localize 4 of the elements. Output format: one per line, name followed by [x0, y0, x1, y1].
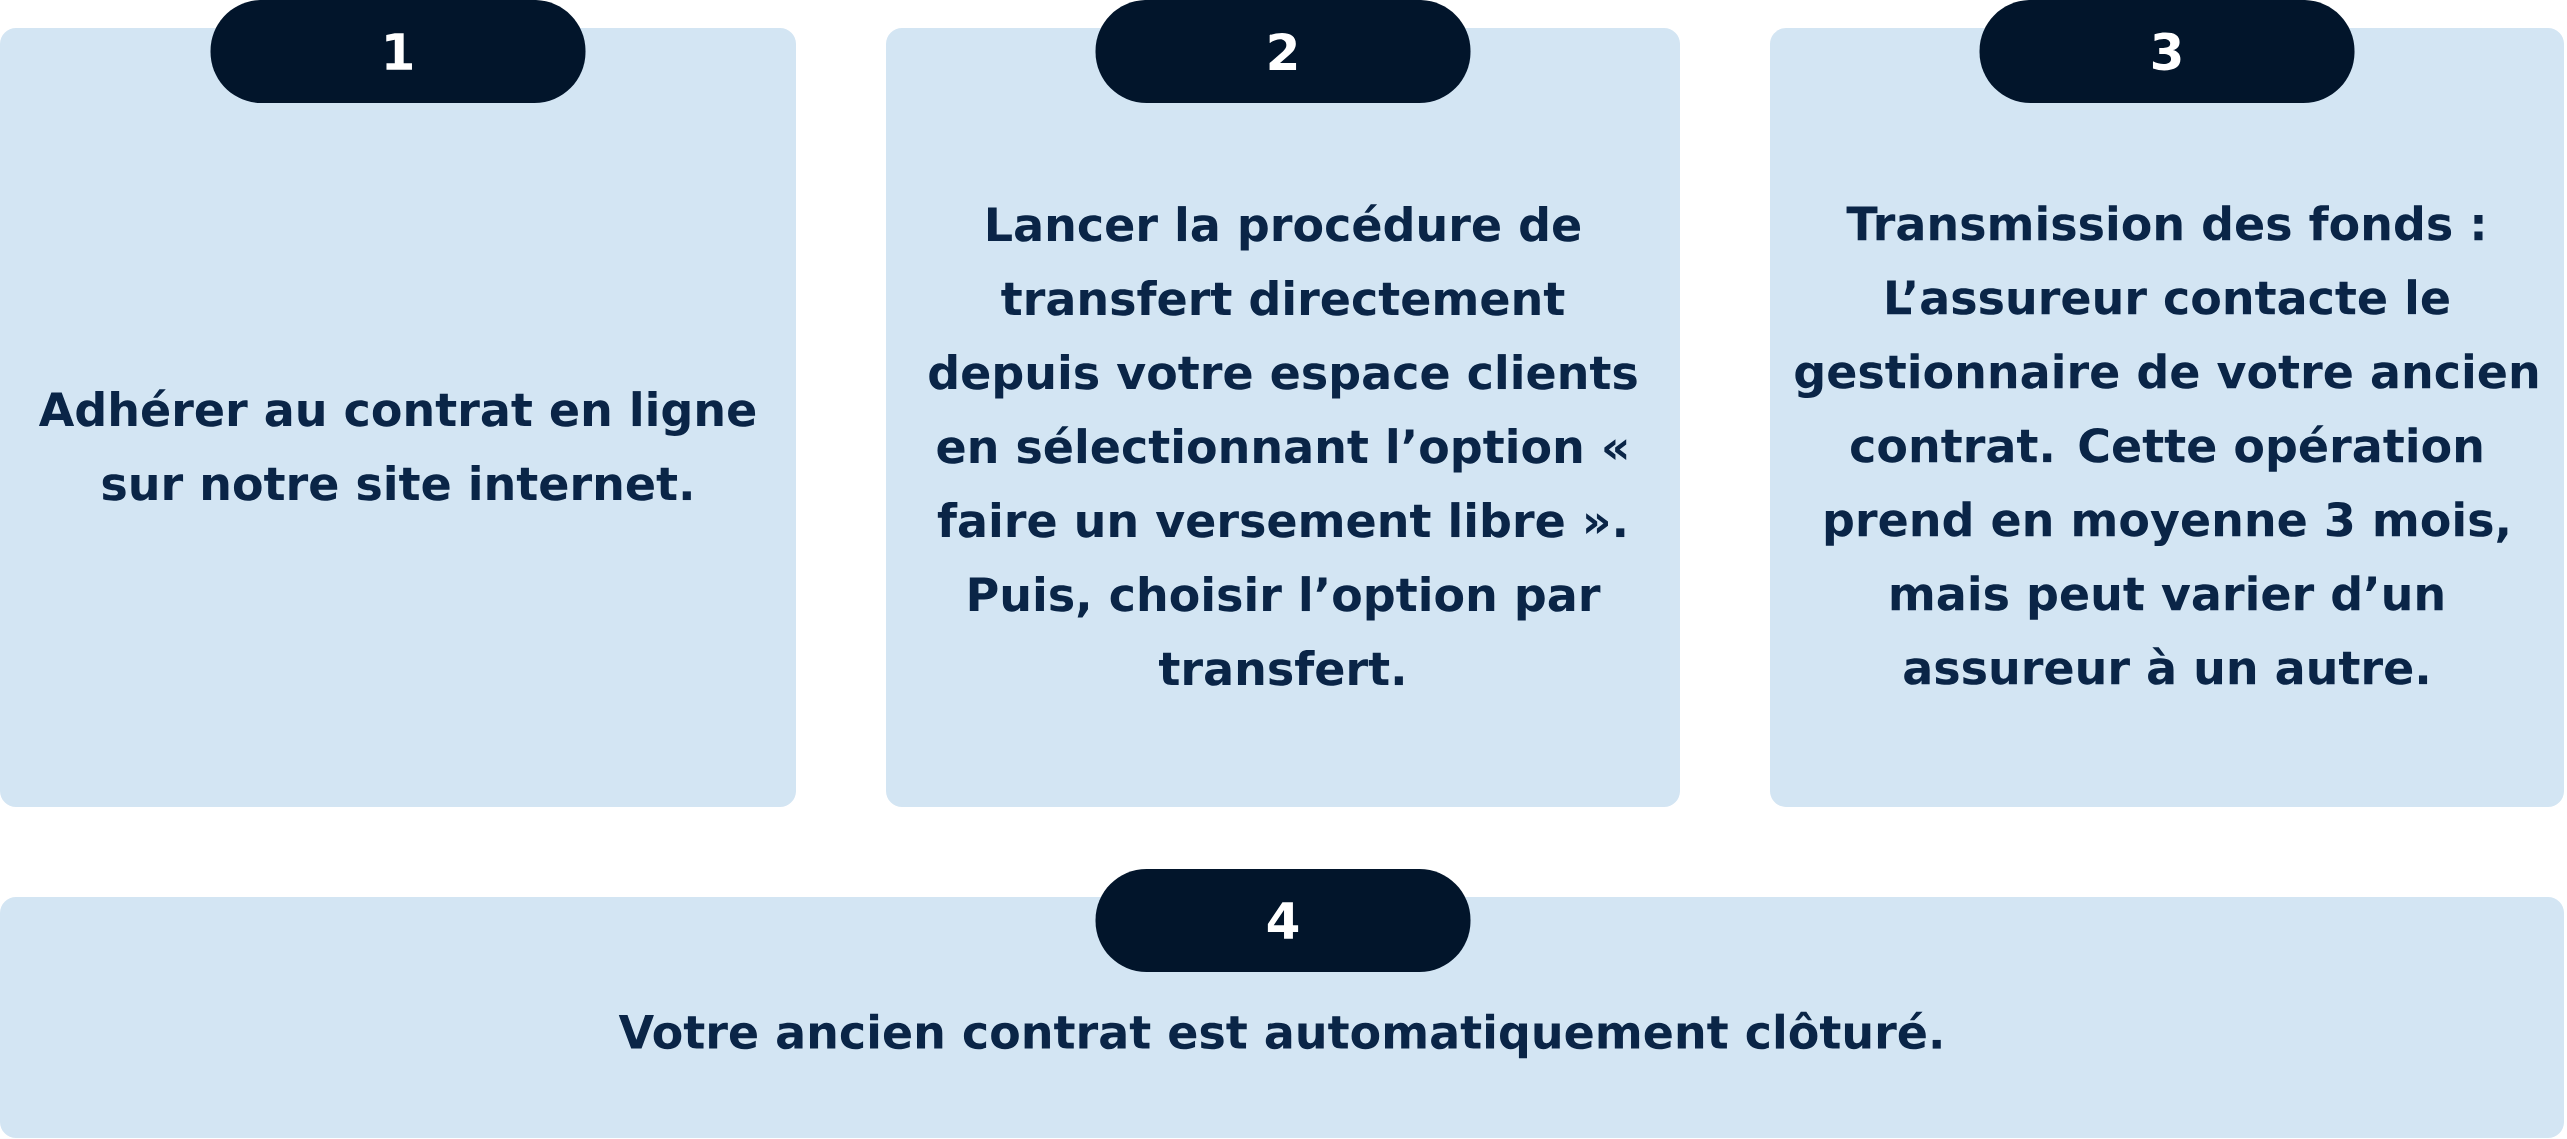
step-number-badge: 2 — [1095, 0, 1471, 103]
step-number-badge: 4 — [1095, 869, 1471, 972]
step-number-badge: 3 — [1979, 0, 2355, 103]
step-number-badge: 1 — [210, 0, 586, 103]
